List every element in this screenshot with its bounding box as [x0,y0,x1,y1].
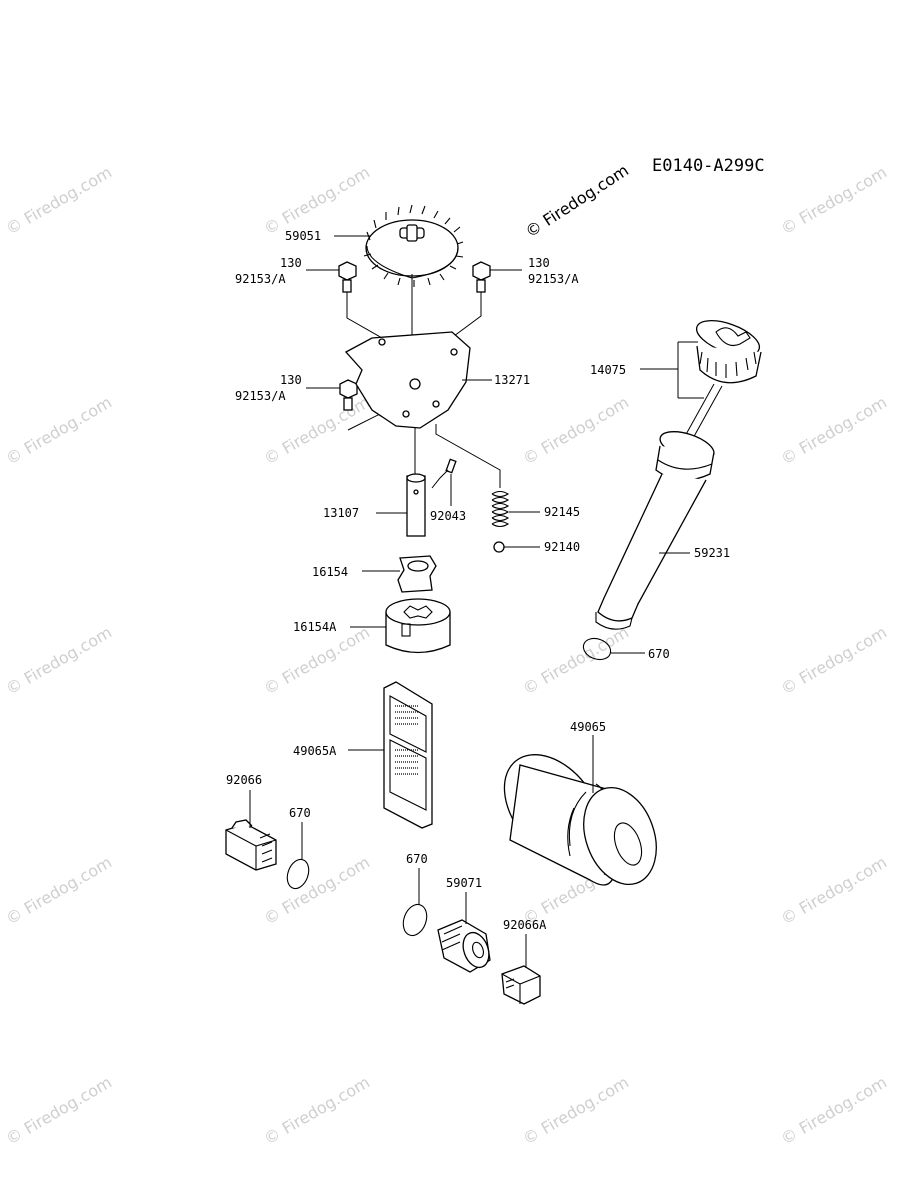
screen-49065a [383,681,433,829]
label-14075: 14075 [590,363,626,377]
watermark-tile: © Firedog.com [778,853,891,929]
watermark-tile: © Firedog.com [261,1073,374,1149]
label-16154: 16154 [312,565,348,579]
fitting-59071 [437,919,491,973]
watermark-tile: © Firedog.com [778,1073,891,1149]
watermark-main: © Firedog.com [522,161,632,242]
oring-670-c [402,903,428,937]
label-92153a-right: 92153/A [528,272,579,286]
label-130-left: 130 [280,256,302,270]
shaft-13107 [406,473,426,537]
watermark-tile: © Firedog.com [261,393,374,469]
oring-670-a [582,637,612,661]
drawing-code: E0140-A299C [652,156,765,176]
watermark-tile: © Firedog.com [778,163,891,239]
watermark-tile: © Firedog.com [3,1073,116,1149]
watermark-tiles: © Firedog.com © Firedog.com © Firedog.co… [3,163,891,1149]
rotor-16154 [397,555,437,593]
label-92066a: 92066A [503,918,547,932]
spring-92145 [491,490,510,528]
watermark-tile: © Firedog.com [520,623,633,699]
label-59231: 59231 [694,546,730,560]
label-92145: 92145 [544,505,580,519]
watermark-tile: © Firedog.com [3,393,116,469]
bolt-left [338,261,357,293]
label-92140: 92140 [544,540,580,554]
label-49065a: 49065A [293,744,337,758]
label-59051: 59051 [285,229,321,243]
label-670-a: 670 [648,647,670,661]
label-130-right: 130 [528,256,550,270]
watermark-tile: © Firedog.com [520,1073,633,1149]
gear-59051 [363,204,464,287]
bolt-right [472,261,491,293]
label-16154a: 16154A [293,620,337,634]
label-92043: 92043 [430,509,466,523]
label-92153a-left: 92153/A [235,272,286,286]
tube-59231 [595,431,715,630]
rotor-16154a [385,598,451,654]
drain-plug-92066 [225,819,277,871]
label-670-c: 670 [406,852,428,866]
label-130-mid: 130 [280,373,302,387]
bolt-middle [339,379,358,411]
watermark-tile: © Firedog.com [261,163,374,239]
label-13271: 13271 [494,373,530,387]
watermark-tile: © Firedog.com [778,393,891,469]
dipstick-14075 [663,320,762,477]
label-13107: 13107 [323,506,359,520]
label-59071: 59071 [446,876,482,890]
watermark-tile: © Firedog.com [3,163,116,239]
watermark-tile: © Firedog.com [261,853,374,929]
label-92153a-mid: 92153/A [235,389,286,403]
label-670-b: 670 [289,806,311,820]
watermark-tile: © Firedog.com [3,853,116,929]
plug-92066a [501,965,541,1005]
pin-92043 [445,458,457,474]
watermark-tile: © Firedog.com [520,393,633,469]
plate-13271 [344,331,471,429]
watermark-tile: © Firedog.com [778,623,891,699]
label-49065: 49065 [570,720,606,734]
oring-670-b [286,858,310,890]
label-92066: 92066 [226,773,262,787]
watermark-tile: © Firedog.com [3,623,116,699]
oil-filter-49065 [503,754,657,886]
ball-92140 [493,541,505,553]
